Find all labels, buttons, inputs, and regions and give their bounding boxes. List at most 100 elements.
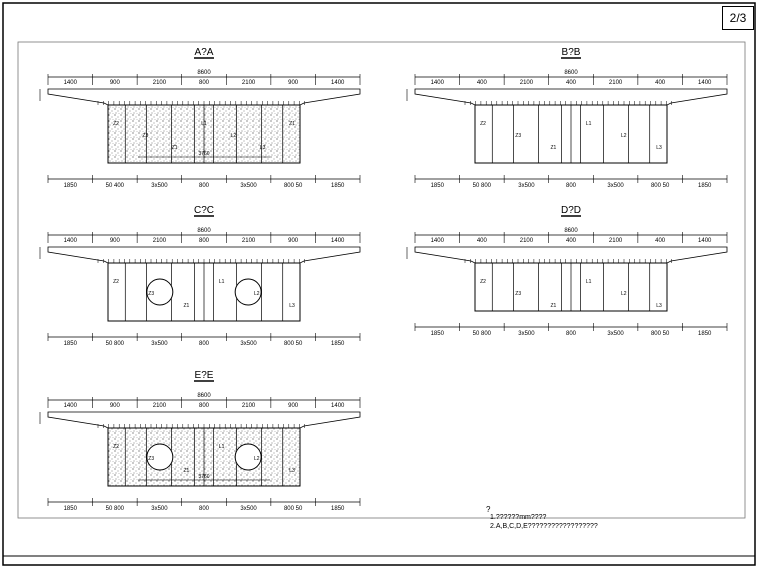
- dimension-label-top: 2100: [242, 80, 256, 86]
- rebar-label: Z2: [113, 121, 119, 127]
- dimension-label-top: 1400: [698, 238, 712, 244]
- inner-dimension-label: 3760: [198, 151, 209, 157]
- dimension-label-bottom: 1850: [331, 183, 345, 189]
- inner-dimension-label: 3760: [198, 474, 209, 480]
- dimension-label-bottom: 50 800: [106, 506, 125, 512]
- dimension-label-bottom: 1850: [64, 506, 78, 512]
- dimension-label-bottom: 50 800: [106, 341, 125, 347]
- dimension-total: 8600: [564, 228, 578, 234]
- dimension-label-bottom: 50 800: [473, 331, 492, 337]
- dimension-label-top: 2100: [520, 238, 534, 244]
- notes-marker: ?: [486, 505, 491, 514]
- rebar-label: Z2: [113, 444, 119, 450]
- dimension-label-top: 2100: [153, 80, 167, 86]
- dimension-label-bottom: 800: [199, 341, 210, 347]
- rebar-label: L2: [254, 291, 260, 297]
- dimension-label-top: 1400: [64, 403, 78, 409]
- dimension-label-top: 2100: [609, 80, 623, 86]
- dimension-label-top: 900: [288, 80, 299, 86]
- dimension-label-bottom: 3x500: [151, 506, 168, 512]
- dimension-total: 8600: [197, 70, 211, 76]
- dimension-label-top: 1400: [331, 80, 345, 86]
- rebar-label: Z1: [172, 145, 178, 151]
- rebar-label: Z3: [148, 291, 154, 297]
- dimension-label-bottom: 3x500: [240, 341, 257, 347]
- dimension-label-top: 1400: [331, 238, 345, 244]
- dimension-label-top: 900: [110, 238, 121, 244]
- section-title: B?B: [562, 47, 581, 58]
- dimension-label-bottom: 3x500: [151, 183, 168, 189]
- rebar-label: L1: [201, 121, 207, 127]
- rebar-label: Z1: [289, 121, 295, 127]
- dimension-label-top: 900: [110, 80, 121, 86]
- dimension-label-top: 800: [199, 403, 210, 409]
- dimension-label-top: 800: [199, 238, 210, 244]
- rebar-label: Z1: [183, 468, 189, 474]
- dimension-label-bottom: 3x500: [151, 341, 168, 347]
- dimension-label-top: 900: [110, 403, 121, 409]
- rebar-label: L3: [656, 145, 662, 151]
- dimension-total: 8600: [197, 393, 211, 399]
- rebar-label: L3: [289, 303, 295, 309]
- rebar-label: Z3: [515, 133, 521, 139]
- rebar-label: Z1: [550, 303, 556, 309]
- dimension-label-top: 1400: [64, 238, 78, 244]
- dimension-label-bottom: 3x500: [240, 183, 257, 189]
- dimension-label-bottom: 1850: [431, 183, 445, 189]
- void-circle: [234, 443, 262, 471]
- dimension-label-top: 1400: [698, 80, 712, 86]
- rebar-label: Z1: [550, 145, 556, 151]
- dimension-label-top: 400: [477, 80, 488, 86]
- notes-line-2: 2.A,B,C,D,E??????????????????: [490, 523, 598, 530]
- rebar-label: L1: [586, 279, 592, 285]
- dimension-label-bottom: 50 800: [473, 183, 492, 189]
- dimension-label-top: 900: [288, 238, 299, 244]
- dimension-label-bottom: 1850: [698, 331, 712, 337]
- section-title: A?A: [195, 47, 214, 58]
- dimension-label-top: 2100: [609, 238, 623, 244]
- dimension-label-bottom: 1850: [64, 183, 78, 189]
- drawing-area-border: [17, 41, 746, 519]
- rebar-label: L2: [621, 133, 627, 139]
- void-circle: [234, 278, 262, 306]
- dimension-label-bottom: 1850: [431, 331, 445, 337]
- rebar-label: L1: [219, 279, 225, 285]
- dimension-label-bottom: 800 50: [651, 183, 670, 189]
- dimension-label-top: 400: [655, 80, 666, 86]
- section-title: E?E: [195, 370, 214, 381]
- dimension-label-top: 1400: [331, 403, 345, 409]
- rebar-label: L2: [621, 291, 627, 297]
- rebar-label: L1: [219, 444, 225, 450]
- rebar-label: Z2: [113, 279, 119, 285]
- void-circle: [146, 278, 174, 306]
- rebar-label: Z2: [480, 279, 486, 285]
- void-circle: [146, 443, 174, 471]
- rebar-label: Z1: [183, 303, 189, 309]
- rebar-label: L1: [586, 121, 592, 127]
- dimension-label-bottom: 1850: [331, 506, 345, 512]
- rebar-label: L2: [254, 456, 260, 462]
- dimension-label-top: 1400: [431, 238, 445, 244]
- dimension-label-bottom: 800: [199, 183, 210, 189]
- rebar-label: Z3: [515, 291, 521, 297]
- section-title: C?C: [194, 205, 214, 216]
- dimension-label-bottom: 3x500: [240, 506, 257, 512]
- dimension-label-bottom: 800: [199, 506, 210, 512]
- rebar-label: Z3: [142, 133, 148, 139]
- notes-line-1: 1.??????mm????: [490, 514, 547, 521]
- dimension-label-bottom: 800 50: [284, 341, 303, 347]
- dimension-label-top: 800: [199, 80, 210, 86]
- dimension-label-bottom: 3x500: [607, 331, 624, 337]
- dimension-label-bottom: 800 50: [284, 183, 303, 189]
- dimension-label-bottom: 1850: [64, 341, 78, 347]
- dimension-total: 8600: [564, 70, 578, 76]
- dimension-label-bottom: 3x500: [518, 183, 535, 189]
- rebar-label: L3: [656, 303, 662, 309]
